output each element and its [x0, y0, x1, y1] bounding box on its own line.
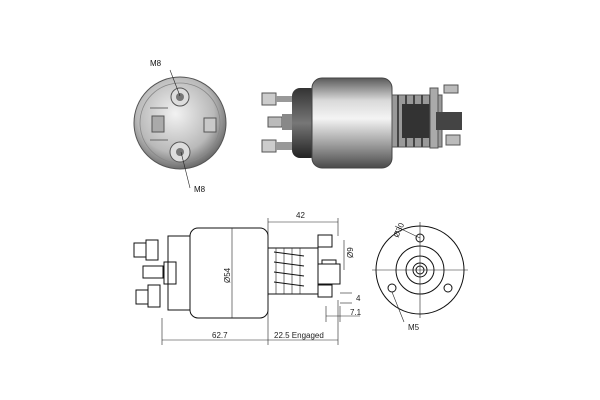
solenoid-front-photo — [133, 76, 227, 170]
label-m8-bottom: M8 — [194, 185, 206, 194]
solenoid-side-photo — [261, 77, 462, 169]
dim-length-left: 62.7 — [212, 331, 228, 340]
dim-length-top: 42 — [296, 211, 305, 220]
dim-diameter-shaft: Ø9 — [346, 247, 355, 258]
dim-gap-small: 4 — [356, 294, 361, 303]
dimension-lines — [161, 218, 360, 345]
leader-line — [169, 69, 181, 97]
label-m8-top: M8 — [150, 59, 162, 68]
dim-bolt-circle: Ø30 — [392, 221, 407, 239]
dim-thread: M5 — [408, 323, 420, 332]
dim-length-engaged: 22.5 Engaged — [274, 331, 324, 340]
leader-line — [180, 151, 191, 189]
solenoid-side-drawing — [133, 227, 341, 319]
solenoid-end-drawing — [372, 222, 468, 323]
dim-offset: 7.1 — [350, 308, 362, 317]
dim-diameter-body: Ø54 — [223, 267, 232, 283]
